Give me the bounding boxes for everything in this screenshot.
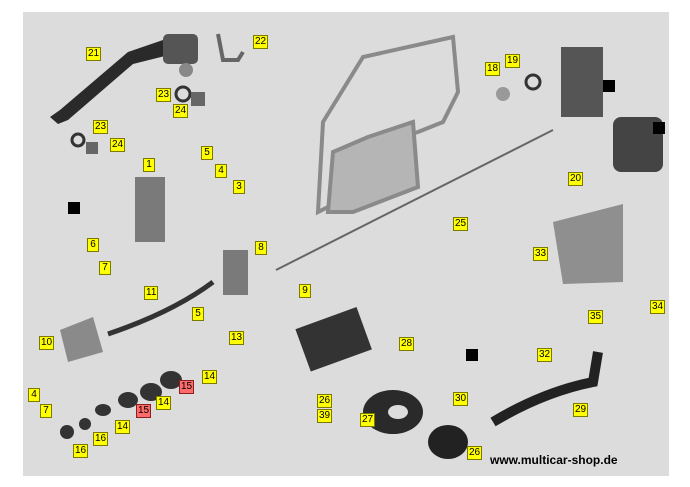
callout-26: 26 (317, 394, 333, 408)
square-marker (653, 122, 665, 134)
callout-14: 14 (202, 370, 218, 384)
callout-4-lower: 4 (28, 388, 40, 402)
callout-16-lower: 16 (73, 444, 89, 458)
bracket-part (135, 177, 165, 242)
callout-34: 34 (650, 300, 666, 314)
callout-7-lower: 7 (40, 404, 52, 418)
cover-plate-part (553, 204, 623, 284)
callout-7: 7 (99, 261, 111, 275)
washer-set-bottom (60, 371, 182, 439)
door-handle-part (50, 34, 198, 124)
callout-20: 20 (568, 172, 584, 186)
callout-26-lower: 26 (467, 446, 483, 460)
callout-24: 24 (173, 104, 189, 118)
callout-13: 13 (229, 331, 245, 345)
square-marker (68, 202, 80, 214)
callout-18: 18 (485, 62, 501, 76)
cable-part (107, 279, 215, 337)
rubber-cap-part (428, 425, 468, 459)
callout-11: 11 (144, 286, 159, 300)
callout-15-red: 15 (179, 380, 195, 394)
square-marker (466, 349, 478, 361)
callout-14-lower: 14 (115, 420, 131, 434)
bracket-part-10 (60, 317, 103, 362)
callout-32: 32 (537, 348, 553, 362)
callout-3: 3 (233, 180, 245, 194)
callout-10: 10 (39, 336, 55, 350)
square-marker (603, 80, 615, 92)
callout-27: 27 (360, 413, 376, 427)
callout-8: 8 (255, 241, 267, 255)
callout-1: 1 (143, 158, 155, 172)
callout-35: 35 (588, 310, 604, 324)
bracket-part-8 (223, 250, 248, 295)
callout-4: 4 (215, 164, 227, 178)
callout-33: 33 (533, 247, 549, 261)
callout-22: 22 (253, 35, 269, 49)
callout-6: 6 (87, 238, 99, 252)
callout-39: 39 (317, 409, 333, 423)
callout-14-mid: 14 (156, 396, 172, 410)
rod-part (275, 129, 554, 271)
callout-28: 28 (399, 337, 415, 351)
callout-5: 5 (201, 146, 213, 160)
callout-21: 21 (86, 47, 102, 61)
callout-16: 16 (93, 432, 109, 446)
parts-illustration (50, 33, 663, 459)
callout-23-left: 23 (93, 120, 109, 134)
callout-9: 9 (299, 284, 311, 298)
hook-bolt-part (216, 33, 245, 62)
callout-5-lower: 5 (192, 307, 204, 321)
door-frame-part (315, 34, 461, 216)
lamp-housing-part (295, 307, 372, 372)
callout-15-red-lower: 15 (136, 404, 152, 418)
parts-photo (23, 12, 669, 476)
callout-24-left: 24 (110, 138, 126, 152)
watermark-text: www.multicar-shop.de (490, 453, 618, 467)
callout-23: 23 (156, 88, 172, 102)
callout-19: 19 (505, 54, 521, 68)
callout-30: 30 (453, 392, 469, 406)
callout-25: 25 (453, 217, 469, 231)
callout-29: 29 (573, 403, 589, 417)
washer-nut-set (70, 85, 205, 154)
grab-handle-part (490, 351, 603, 427)
lock-block-part (496, 47, 663, 172)
